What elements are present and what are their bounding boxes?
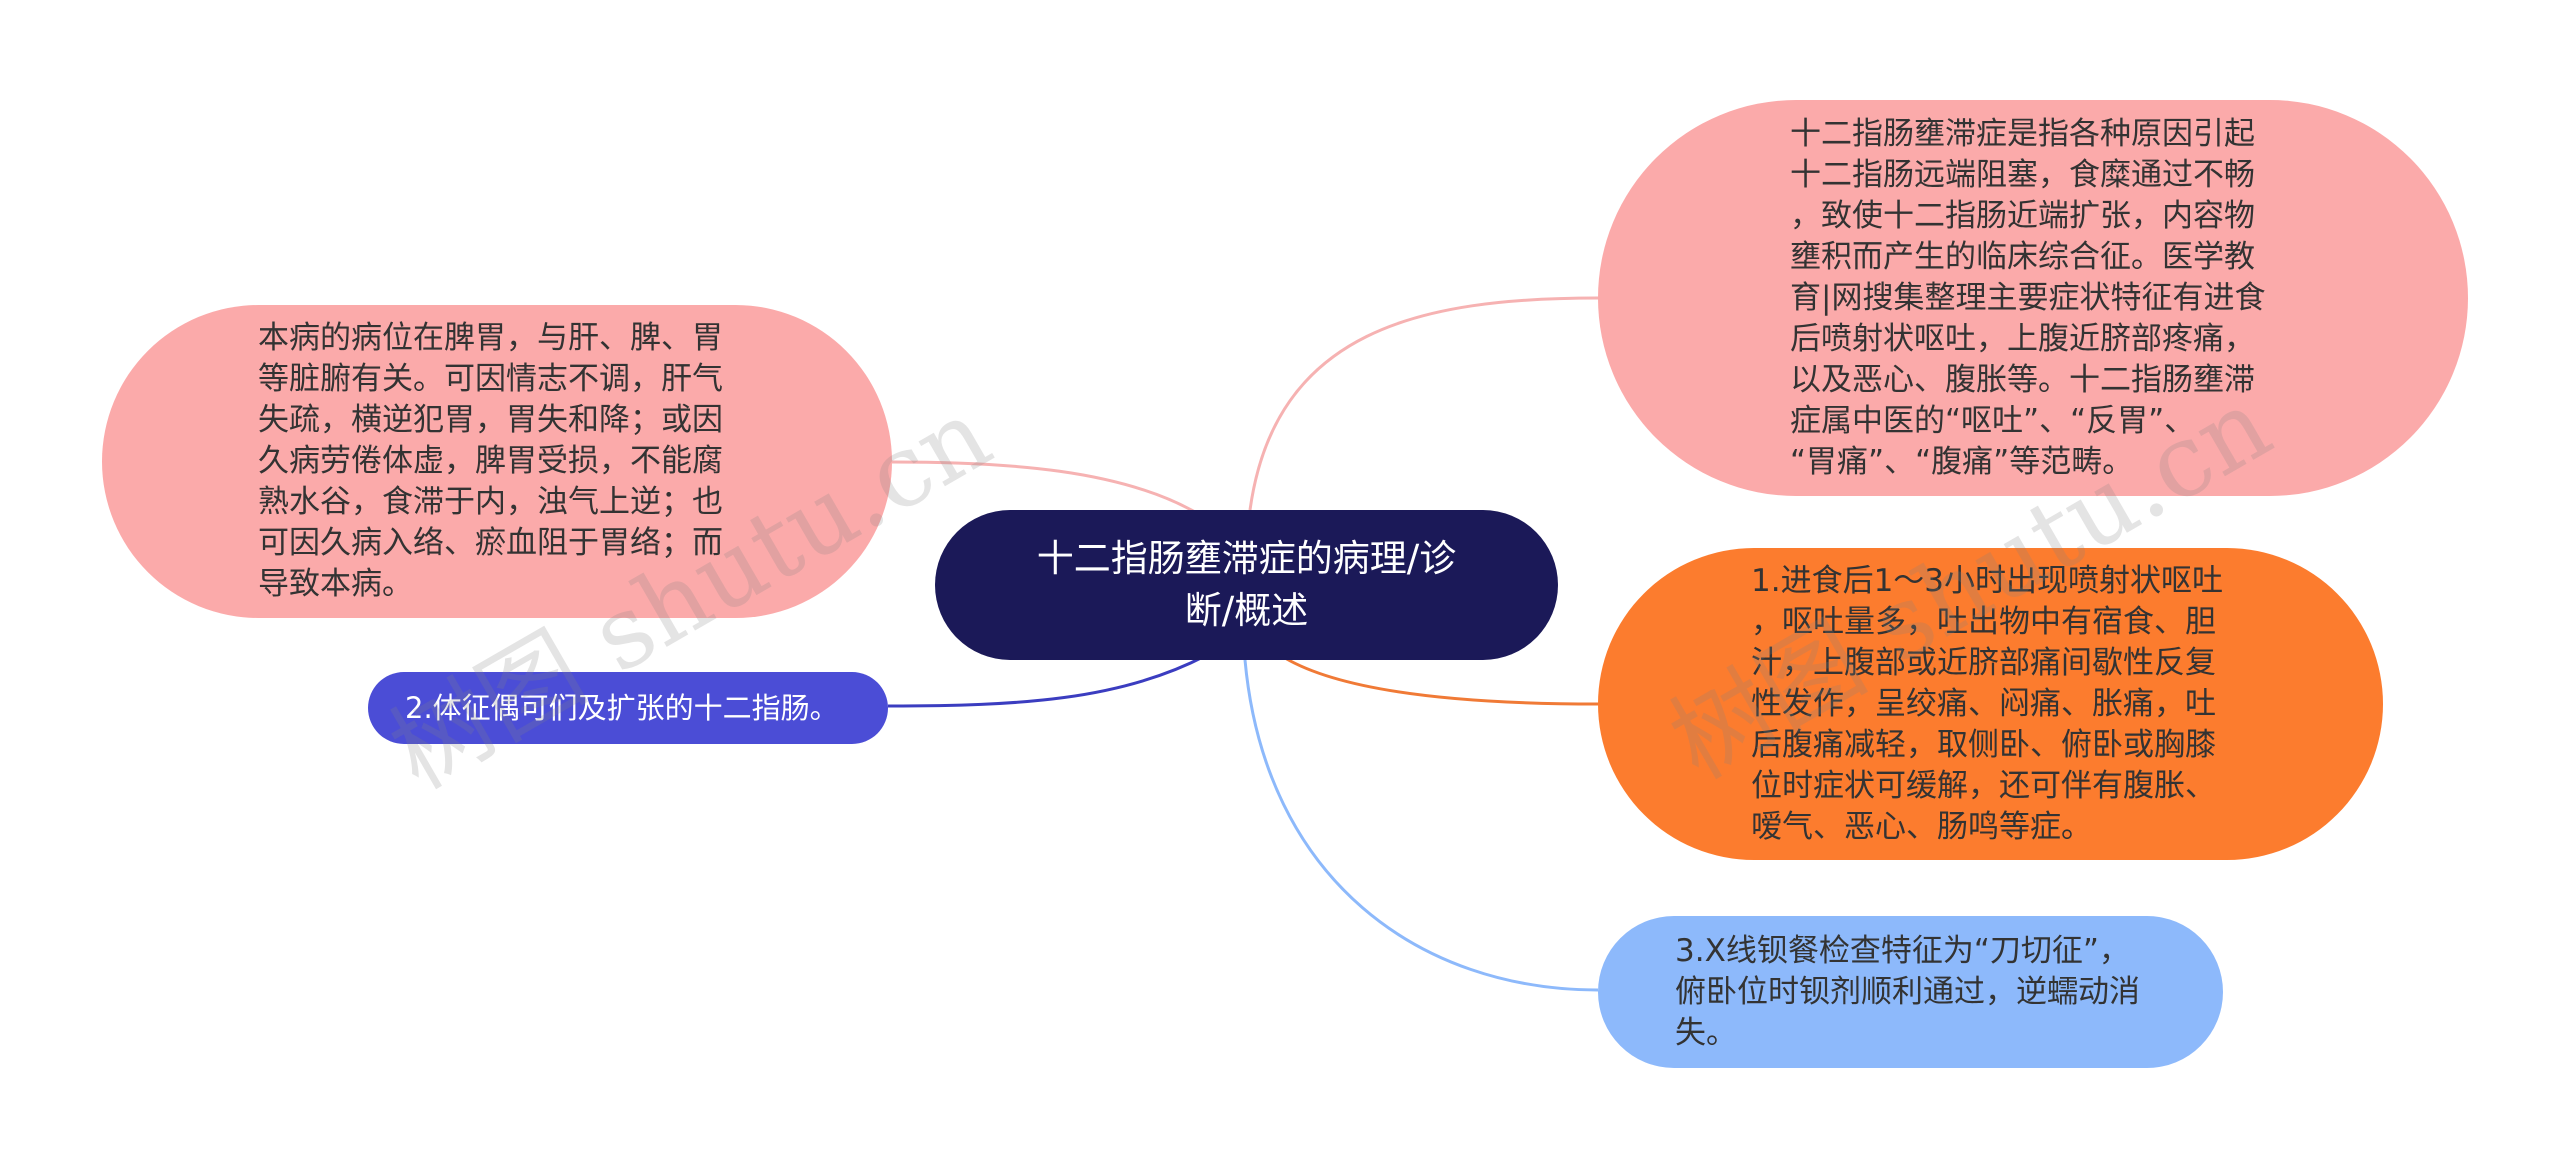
node-pathology-location[interactable]: 本病的病位在脾胃，与肝、脾、胃 等脏腑有关。可因情志不调，肝气 失疏，横逆犯胃，… xyxy=(102,305,892,618)
connector-left-bottom xyxy=(887,654,1206,708)
node-physical-sign-text: 2.体征偶可们及扩张的十二指肠。 xyxy=(405,690,839,725)
connector-right-mid xyxy=(1284,656,1599,706)
node-xray-exam-text: 3.X线钡餐检查特征为“刀切征”， 俯卧位时钡剂顺利通过，逆蠕动消 失。 xyxy=(1675,932,2140,1051)
connector-right-bottom xyxy=(1243,659,1599,992)
connector-left-top xyxy=(891,460,1196,514)
node-physical-sign[interactable]: 2.体征偶可们及扩张的十二指肠。 xyxy=(368,672,888,744)
node-definition-text: 十二指肠壅滞症是指各种原因引起 十二指肠远端阻塞，食糜通过不畅 ，致使十二指肠近… xyxy=(1790,115,2266,480)
central-topic-label: 十二指肠壅滞症的病理/诊 断/概述 xyxy=(1036,537,1457,632)
node-definition[interactable]: 十二指肠壅滞症是指各种原因引起 十二指肠远端阻塞，食糜通过不畅 ，致使十二指肠近… xyxy=(1598,100,2468,496)
connector-right-top xyxy=(1248,296,1599,511)
node-symptoms[interactable]: 1.进食后1～3小时出现喷射状呕吐 ，呕吐量多，吐出物中有宿食、胆 汁，上腹部或… xyxy=(1598,548,2383,860)
node-pathology-location-text: 本病的病位在脾胃，与肝、脾、胃 等脏腑有关。可因情志不调，肝气 失疏，横逆犯胃，… xyxy=(258,320,723,602)
node-xray-exam[interactable]: 3.X线钡餐检查特征为“刀切征”， 俯卧位时钡剂顺利通过，逆蠕动消 失。 xyxy=(1598,916,2223,1068)
node-symptoms-text: 1.进食后1～3小时出现喷射状呕吐 ，呕吐量多，吐出物中有宿食、胆 汁，上腹部或… xyxy=(1751,562,2224,845)
central-topic-node[interactable]: 十二指肠壅滞症的病理/诊 断/概述 xyxy=(935,510,1558,660)
